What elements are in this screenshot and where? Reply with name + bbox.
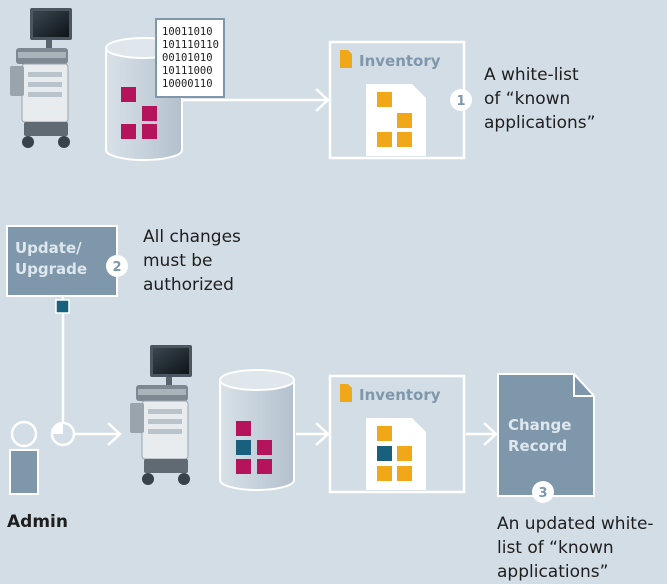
whitelist-document-icon bbox=[366, 418, 426, 490]
document-icon bbox=[340, 384, 352, 402]
binary-line: 10011010 bbox=[162, 26, 213, 38]
step-3-badge: 3 bbox=[532, 481, 554, 503]
flow-arrow bbox=[74, 422, 122, 446]
whitelist-description: A white-list of “known applications” bbox=[484, 63, 595, 135]
data-block-icon bbox=[257, 459, 272, 474]
data-block-icon bbox=[236, 421, 251, 436]
data-block-icon bbox=[142, 124, 157, 139]
data-block-icon bbox=[121, 87, 136, 102]
ultrasound-machine-icon bbox=[10, 8, 72, 148]
description-line: applications” bbox=[497, 562, 609, 582]
update-upgrade-box: Update/ Upgrade bbox=[6, 225, 118, 297]
update-label: Update/ bbox=[15, 239, 82, 257]
admin-label: Admin bbox=[7, 512, 68, 532]
binary-code-card: 10011010 101110110 00101010 10111000 100… bbox=[155, 18, 225, 98]
updated-whitelist-description: An updated white- list of “known applica… bbox=[497, 512, 654, 584]
svg-text:3: 3 bbox=[538, 486, 547, 501]
inventory-label: Inventory bbox=[359, 386, 441, 404]
authorization-clock-icon bbox=[50, 421, 76, 447]
change-record-document: Change Record bbox=[497, 373, 595, 497]
description-line: All changes bbox=[143, 227, 241, 247]
description-line: An updated white- bbox=[497, 514, 654, 534]
flow-arrow bbox=[466, 422, 498, 446]
data-block-icon bbox=[236, 440, 251, 455]
svg-text:1: 1 bbox=[456, 94, 465, 109]
binary-line: 10111000 bbox=[162, 65, 213, 77]
database-cylinder bbox=[219, 369, 295, 491]
record-label: Record bbox=[508, 437, 567, 455]
svg-text:2: 2 bbox=[112, 260, 121, 275]
whitelist-document-icon bbox=[366, 84, 426, 156]
change-token-icon bbox=[55, 299, 70, 314]
inventory-box: Inventory bbox=[328, 40, 466, 160]
authorization-description: All changes must be authorized bbox=[143, 225, 241, 297]
data-block-icon bbox=[121, 124, 136, 139]
flow-arrow bbox=[182, 88, 330, 112]
description-line: of “known bbox=[484, 89, 571, 109]
data-block-icon bbox=[236, 459, 251, 474]
description-line: applications” bbox=[484, 113, 596, 133]
change-label: Change bbox=[508, 416, 571, 434]
flow-arrow bbox=[296, 422, 330, 446]
ultrasound-machine-icon bbox=[130, 345, 192, 485]
data-block-icon bbox=[257, 440, 272, 455]
description-line: must be bbox=[143, 251, 213, 271]
inventory-label: Inventory bbox=[359, 52, 441, 70]
description-line: A white-list bbox=[484, 65, 579, 85]
binary-line: 10000110 bbox=[162, 78, 213, 90]
description-line: authorized bbox=[143, 275, 234, 295]
inventory-box: Inventory bbox=[328, 374, 466, 494]
data-block-icon bbox=[142, 106, 157, 121]
binary-line: 00101010 bbox=[162, 52, 213, 64]
admin-person-icon bbox=[9, 420, 39, 495]
binary-line: 101110110 bbox=[162, 39, 219, 51]
step-2-badge: 2 bbox=[106, 255, 128, 277]
step-1-badge: 1 bbox=[450, 89, 472, 111]
document-icon bbox=[340, 50, 352, 68]
upgrade-label: Upgrade bbox=[15, 260, 87, 278]
description-line: list of “known bbox=[497, 538, 614, 558]
